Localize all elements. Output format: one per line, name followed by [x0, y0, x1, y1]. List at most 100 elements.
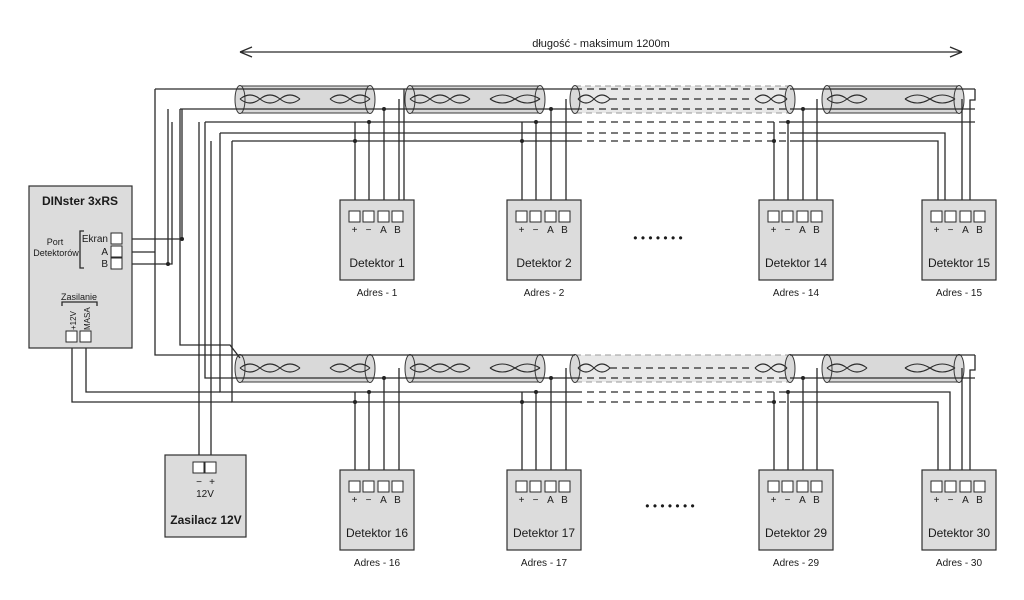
terminal-label-minus: − — [948, 495, 954, 506]
terminal-plus — [515, 480, 528, 493]
psu-voltage: 12V — [196, 489, 214, 500]
terminal-a — [544, 210, 557, 223]
terminal-label-a: A — [547, 495, 554, 506]
power-supply: − + 12V Zasilacz 12V — [164, 454, 247, 538]
detector-address: Adres - 14 — [773, 288, 820, 299]
terminal-b — [973, 480, 986, 493]
terminal-b — [558, 210, 571, 223]
ellipsis-row-1: • • • • • • • — [633, 231, 682, 245]
port-label-2: Detektorów — [33, 248, 79, 258]
terminal-label-plus: + — [934, 495, 940, 506]
psu-title: Zasilacz 12V — [170, 513, 241, 527]
terminal-plus — [767, 480, 780, 493]
terminal-minus — [362, 480, 375, 493]
controller-title: DINster 3xRS — [42, 194, 118, 208]
terminal-label-plus: + — [771, 225, 777, 236]
terminal-label-plus: + — [352, 225, 358, 236]
terminal-label-minus: − — [533, 495, 539, 506]
detector-name: Detektor 1 — [349, 256, 405, 270]
detector-name: Detektor 30 — [928, 526, 990, 540]
length-dimension: długość - maksimum 1200m — [239, 38, 963, 58]
masa-label: MASA — [83, 307, 92, 330]
detector-address: Adres - 30 — [936, 558, 983, 569]
terminal-label-a: A — [380, 495, 387, 506]
terminal-minus — [781, 210, 794, 223]
terminal-label-b: B — [976, 225, 983, 236]
ekran-terminal — [110, 232, 123, 245]
terminal-plus — [767, 210, 780, 223]
terminal-plus — [348, 210, 361, 223]
terminal-plus — [930, 210, 943, 223]
detector-name: Detektor 15 — [928, 256, 990, 270]
terminal-label-b: B — [976, 495, 983, 506]
terminal-label-a: A — [547, 225, 554, 236]
terminal-a — [959, 480, 972, 493]
terminal-label-a: A — [962, 495, 969, 506]
terminal-plus — [348, 480, 361, 493]
controller-dinster: DINster 3xRS Port Detektorów Ekran A B Z… — [28, 185, 133, 349]
a-terminal — [110, 245, 123, 258]
terminal-plus — [930, 480, 943, 493]
port-label-1: Port — [47, 237, 64, 247]
terminal-b — [391, 480, 404, 493]
detector-name: Detektor 16 — [346, 526, 408, 540]
terminal-label-plus: + — [519, 495, 525, 506]
terminal-b — [973, 210, 986, 223]
terminal-label-a: A — [380, 225, 387, 236]
plus12v-terminal — [65, 330, 78, 343]
detector-name: Detektor 29 — [765, 526, 827, 540]
length-label: długość - maksimum 1200m — [532, 38, 670, 50]
terminal-a — [377, 210, 390, 223]
terminal-label-minus: − — [948, 225, 954, 236]
bus-wires — [71, 88, 976, 470]
detector-address: Adres - 2 — [524, 288, 565, 299]
terminal-label-a: A — [799, 495, 806, 506]
detector-address: Adres - 16 — [354, 558, 401, 569]
psu-plus-label: + — [209, 477, 215, 488]
terminal-minus — [781, 480, 794, 493]
terminal-label-minus: − — [785, 495, 791, 506]
terminal-label-minus: − — [366, 495, 372, 506]
b-label: B — [101, 259, 108, 270]
terminal-label-minus: − — [533, 225, 539, 236]
terminal-label-b: B — [813, 495, 820, 506]
terminal-label-plus: + — [352, 495, 358, 506]
terminal-label-b: B — [561, 225, 568, 236]
terminal-label-b: B — [394, 225, 401, 236]
detector-address: Adres - 17 — [521, 558, 568, 569]
terminal-label-b: B — [813, 225, 820, 236]
a-label: A — [101, 247, 108, 258]
terminal-label-plus: + — [934, 225, 940, 236]
terminal-label-b: B — [561, 495, 568, 506]
terminal-label-b: B — [394, 495, 401, 506]
ekran-label: Ekran — [82, 234, 108, 245]
terminal-plus — [515, 210, 528, 223]
masa-terminal — [79, 330, 92, 343]
detector-address: Adres - 1 — [357, 288, 398, 299]
terminal-minus — [944, 210, 957, 223]
terminal-minus — [362, 210, 375, 223]
terminal-b — [810, 480, 823, 493]
detector-address: Adres - 15 — [936, 288, 983, 299]
terminal-label-minus: − — [785, 225, 791, 236]
terminal-label-a: A — [799, 225, 806, 236]
terminal-a — [377, 480, 390, 493]
b-terminal — [110, 257, 123, 270]
plus12v-label: +12V — [69, 310, 78, 330]
psu-minus-label: − — [196, 477, 202, 488]
detector-name: Detektor 2 — [516, 256, 572, 270]
terminal-label-minus: − — [366, 225, 372, 236]
zasilanie-label: Zasilanie — [61, 292, 97, 302]
psu-plus-terminal — [204, 461, 217, 474]
terminal-a — [796, 210, 809, 223]
psu-minus-terminal — [192, 461, 205, 474]
terminal-a — [544, 480, 557, 493]
terminal-b — [810, 210, 823, 223]
